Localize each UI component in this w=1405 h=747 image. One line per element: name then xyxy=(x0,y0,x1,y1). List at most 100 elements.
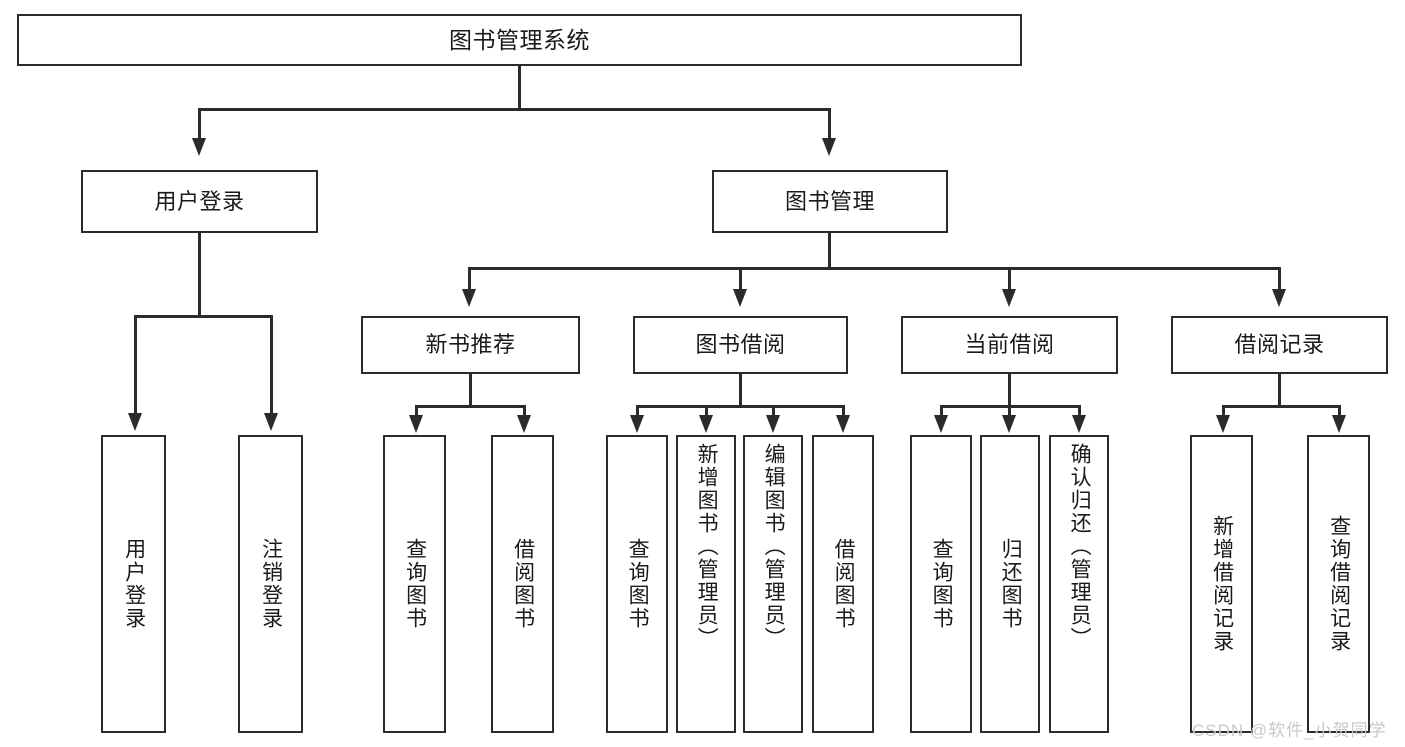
arrow-bb-leaf-4 xyxy=(836,415,850,433)
connector-cb-leaf-2 xyxy=(1008,405,1011,417)
node-label: 图书管理系统 xyxy=(449,26,590,53)
node-label: 当前借阅 xyxy=(964,332,1055,358)
leaf-user-login-logout[interactable]: 注销登录 xyxy=(238,435,303,733)
arrow-user-login-to-leaf-1 xyxy=(128,413,142,431)
connector-borrow-record-stem xyxy=(1278,374,1281,407)
arrow-bb-leaf-1 xyxy=(630,415,644,433)
leaf-current-borrow-query-book[interactable]: 查询图书 xyxy=(910,435,972,733)
node-current-borrow[interactable]: 当前借阅 xyxy=(901,316,1118,374)
arrow-br-leaf-2 xyxy=(1332,415,1346,433)
node-label: 借阅记录 xyxy=(1234,332,1325,358)
node-label: 归还图书 xyxy=(999,538,1023,630)
leaf-text-wrap: 查询图书 xyxy=(385,437,444,731)
connector-new-book-recommend-stem xyxy=(469,374,472,407)
arrow-bb-leaf-3 xyxy=(766,415,780,433)
node-label: 借阅图书 xyxy=(511,538,535,630)
leaf-text-wrap: 归还图书 xyxy=(982,437,1038,731)
connector-to-book-borrow xyxy=(739,267,742,291)
node-label: 新增借阅记录 xyxy=(1210,515,1234,653)
connector-br-leaf-1 xyxy=(1222,405,1225,417)
connector-nbr-leaf-2 xyxy=(523,405,526,417)
connector-br-leaf-2 xyxy=(1338,405,1341,417)
arrow-bb-leaf-2 xyxy=(699,415,713,433)
node-label: 确认归还（管理员） xyxy=(1068,443,1092,650)
node-root-book-management-system[interactable]: 图书管理系统 xyxy=(17,14,1022,66)
arrow-cb-leaf-1 xyxy=(934,415,948,433)
node-new-book-recommend[interactable]: 新书推荐 xyxy=(361,316,580,374)
leaf-text-wrap: 用户登录 xyxy=(103,437,164,731)
leaf-borrow-record-query-record[interactable]: 查询借阅记录 xyxy=(1307,435,1370,733)
connector-root-stem xyxy=(518,66,521,110)
leaf-text-wrap: 新增图书（管理员） xyxy=(678,437,734,731)
leaf-book-borrow-add-book-admin[interactable]: 新增图书（管理员） xyxy=(676,435,736,733)
leaf-text-wrap: 注销登录 xyxy=(240,437,301,731)
arrow-to-new-book-recommend xyxy=(462,289,476,307)
connector-bb-leaf-3 xyxy=(772,405,775,417)
connector-current-borrow-stem xyxy=(1008,374,1011,407)
node-label: 新增图书（管理员） xyxy=(695,443,719,650)
connector-user-login-stem xyxy=(198,233,201,317)
leaf-text-wrap: 查询借阅记录 xyxy=(1309,437,1368,731)
leaf-book-borrow-query-book[interactable]: 查询图书 xyxy=(606,435,668,733)
node-label: 图书借阅 xyxy=(695,332,786,358)
leaf-user-login-login[interactable]: 用户登录 xyxy=(101,435,166,733)
arrow-to-borrow-record xyxy=(1272,289,1286,307)
node-label: 新书推荐 xyxy=(425,332,516,358)
leaf-book-borrow-borrow-book[interactable]: 借阅图书 xyxy=(812,435,874,733)
node-label: 用户登录 xyxy=(154,188,245,214)
connector-user-login-bar xyxy=(134,315,272,318)
node-label: 查询图书 xyxy=(626,538,650,630)
arrow-nbr-leaf-1 xyxy=(409,415,423,433)
connector-book-management-stem xyxy=(828,233,831,269)
leaf-current-borrow-return-book[interactable]: 归还图书 xyxy=(980,435,1040,733)
connector-root-bar xyxy=(198,108,830,111)
node-label: 用户登录 xyxy=(122,538,146,630)
leaf-current-borrow-confirm-return-admin[interactable]: 确认归还（管理员） xyxy=(1049,435,1109,733)
arrow-to-current-borrow xyxy=(1002,289,1016,307)
connector-nbr-leaf-1 xyxy=(415,405,418,417)
node-label: 查询图书 xyxy=(930,538,954,630)
connector-root-to-user-login xyxy=(198,108,201,140)
arrow-cb-leaf-3 xyxy=(1072,415,1086,433)
connector-root-to-book-management xyxy=(828,108,831,140)
node-book-management[interactable]: 图书管理 xyxy=(712,170,948,233)
connector-cb-leaf-3 xyxy=(1078,405,1081,417)
leaf-new-book-query-book[interactable]: 查询图书 xyxy=(383,435,446,733)
connector-bb-leaf-1 xyxy=(636,405,639,417)
connector-bb-leaf-4 xyxy=(842,405,845,417)
node-user-login[interactable]: 用户登录 xyxy=(81,170,318,233)
arrow-user-login-to-leaf-2 xyxy=(264,413,278,431)
connector-to-new-book-recommend xyxy=(468,267,471,291)
node-label: 注销登录 xyxy=(259,538,283,630)
connector-user-login-to-leaf-1 xyxy=(134,315,137,415)
node-label: 借阅图书 xyxy=(832,538,856,630)
leaf-text-wrap: 借阅图书 xyxy=(814,437,872,731)
arrow-nbr-leaf-2 xyxy=(517,415,531,433)
node-book-borrow[interactable]: 图书借阅 xyxy=(633,316,848,374)
connector-book-borrow-bar xyxy=(636,405,844,408)
connector-borrow-record-bar xyxy=(1222,405,1340,408)
connector-new-book-recommend-bar xyxy=(415,405,525,408)
leaf-new-book-borrow-book[interactable]: 借阅图书 xyxy=(491,435,554,733)
connector-to-borrow-record xyxy=(1278,267,1281,291)
leaf-text-wrap: 查询图书 xyxy=(608,437,666,731)
leaf-text-wrap: 新增借阅记录 xyxy=(1192,437,1251,731)
node-label: 编辑图书（管理员） xyxy=(762,443,786,650)
arrow-to-book-borrow xyxy=(733,289,747,307)
leaf-borrow-record-add-record[interactable]: 新增借阅记录 xyxy=(1190,435,1253,733)
node-label: 查询图书 xyxy=(403,538,427,630)
leaf-text-wrap: 确认归还（管理员） xyxy=(1051,437,1107,731)
connector-bb-leaf-2 xyxy=(705,405,708,417)
leaf-text-wrap: 借阅图书 xyxy=(493,437,552,731)
leaf-text-wrap: 编辑图书（管理员） xyxy=(745,437,801,731)
connector-level2-bar xyxy=(468,267,1281,270)
leaf-text-wrap: 查询图书 xyxy=(912,437,970,731)
arrow-root-to-book-management xyxy=(822,138,836,156)
node-borrow-record[interactable]: 借阅记录 xyxy=(1171,316,1388,374)
arrow-cb-leaf-2 xyxy=(1002,415,1016,433)
node-label: 查询借阅记录 xyxy=(1327,515,1351,653)
connector-book-borrow-stem xyxy=(739,374,742,407)
connector-cb-leaf-1 xyxy=(940,405,943,417)
leaf-book-borrow-edit-book-admin[interactable]: 编辑图书（管理员） xyxy=(743,435,803,733)
